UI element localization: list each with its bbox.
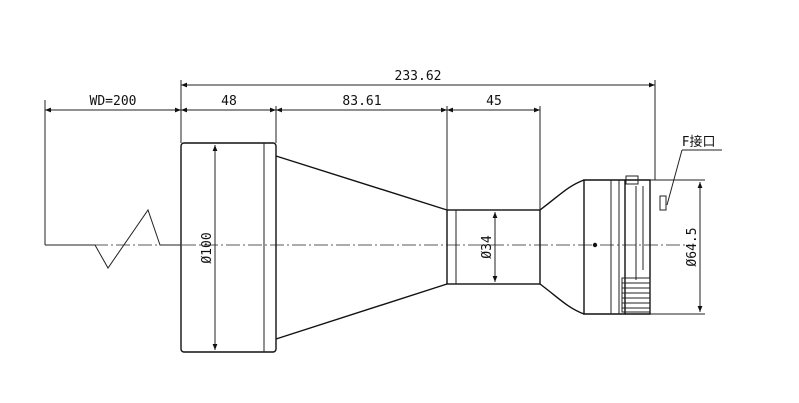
dim-front-diameter: Ø100 (200, 145, 218, 350)
knurled-ring (621, 277, 651, 313)
dim-mount-diameter-text: Ø64.5 (685, 227, 700, 266)
dim-wd-text: WD=200 (90, 94, 137, 109)
dim-rear-segment: 45 (447, 94, 540, 113)
waist-section (446, 209, 541, 285)
f-mount-tab (625, 175, 639, 185)
extension-lines (44, 80, 705, 315)
dim-mount-diameter: Ø64.5 (685, 182, 703, 312)
dim-front-segment: 48 (181, 94, 276, 113)
dim-waist-diameter: Ø34 (480, 212, 498, 282)
dim-front-text: 48 (221, 94, 237, 109)
dim-cone-segment: 83.61 (276, 94, 447, 113)
dim-rear-text: 45 (486, 94, 502, 109)
dim-total-length: 233.62 (181, 69, 655, 88)
dim-total-length-text: 233.62 (395, 69, 442, 84)
conical-section (275, 155, 448, 340)
dim-front-diameter-text: Ø100 (200, 232, 215, 263)
rear-flare (539, 179, 585, 315)
lens-body (180, 142, 667, 353)
front-barrel (180, 142, 277, 353)
f-mount-lever (659, 195, 667, 211)
dim-waist-diameter-text: Ø34 (480, 235, 495, 259)
mount-callout: F接口 (666, 134, 722, 206)
dim-cone-text: 83.61 (342, 94, 381, 109)
dim-working-distance: WD=200 (45, 94, 181, 113)
wd-break-line (45, 208, 181, 269)
mount-callout-text: F接口 (682, 134, 715, 150)
f-mount-flange (625, 179, 651, 315)
